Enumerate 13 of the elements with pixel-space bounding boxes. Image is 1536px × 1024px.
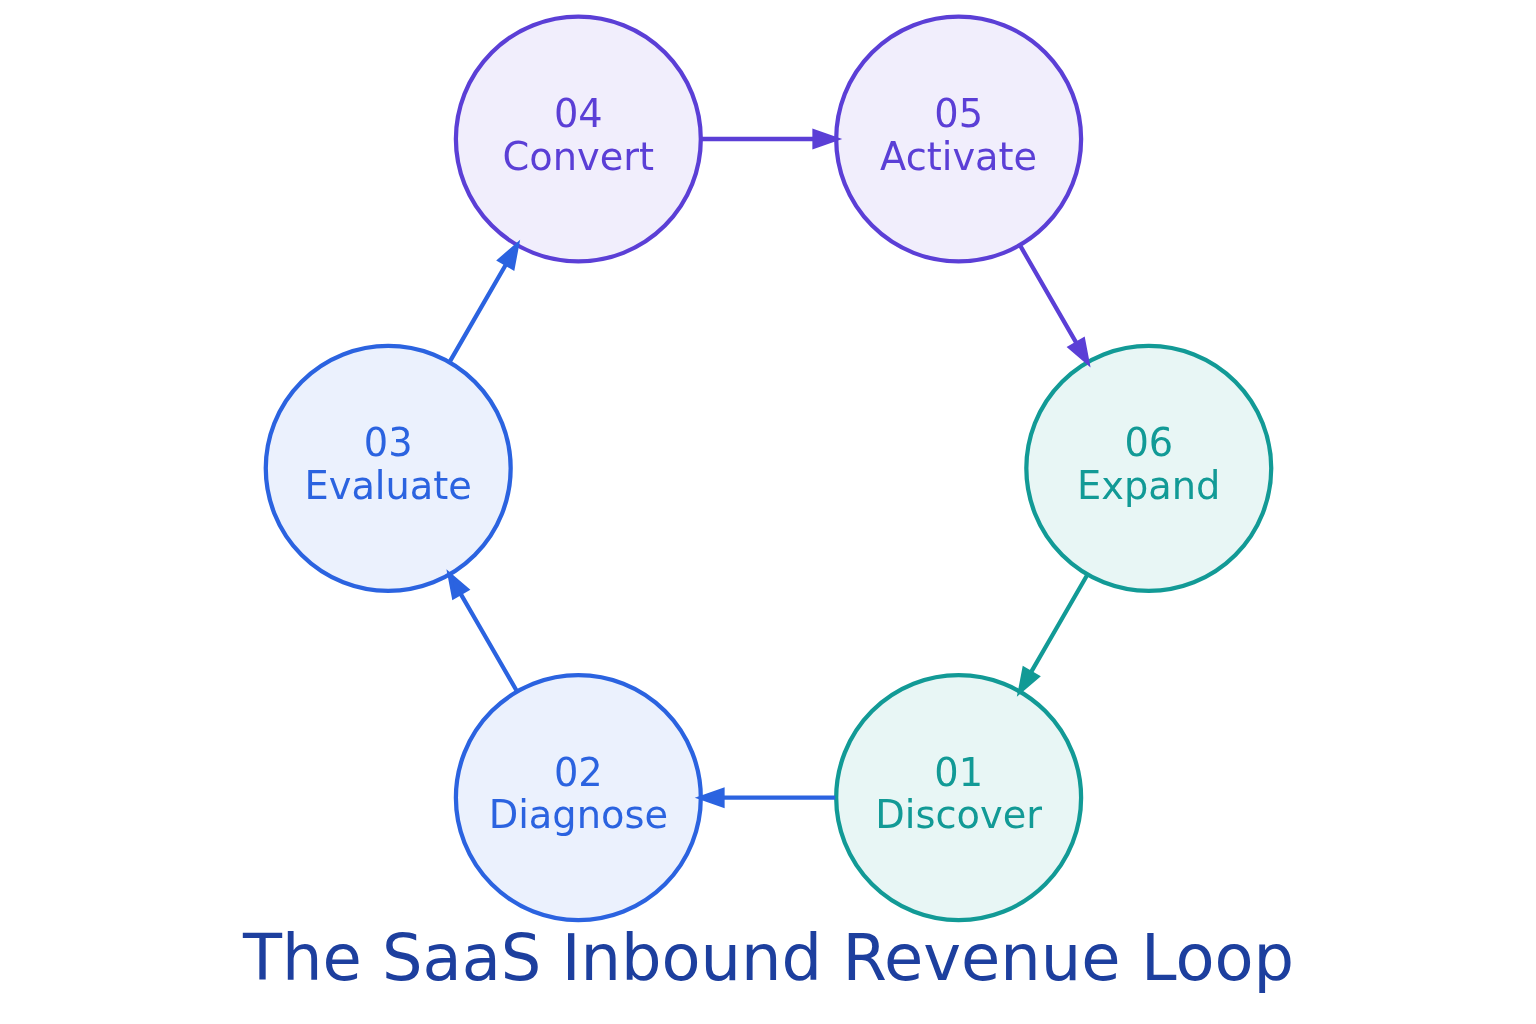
arrow <box>694 787 835 809</box>
arrow <box>447 239 520 363</box>
node-circle: 05 Activate <box>833 14 1083 264</box>
node-circle: 01 Discover <box>833 673 1083 923</box>
node-circle: 03 Evaluate <box>263 343 513 593</box>
node-circle: 04 Convert <box>453 14 703 264</box>
node-circle: 02 Diagnose <box>453 673 703 923</box>
arrow <box>1018 244 1091 368</box>
arrow <box>1016 574 1089 697</box>
arrow <box>701 128 842 150</box>
diagram-title: The SaaS Inbound Revenue Loop <box>242 920 1294 995</box>
arrow <box>445 569 518 692</box>
node-circle: 06 Expand <box>1023 343 1273 593</box>
